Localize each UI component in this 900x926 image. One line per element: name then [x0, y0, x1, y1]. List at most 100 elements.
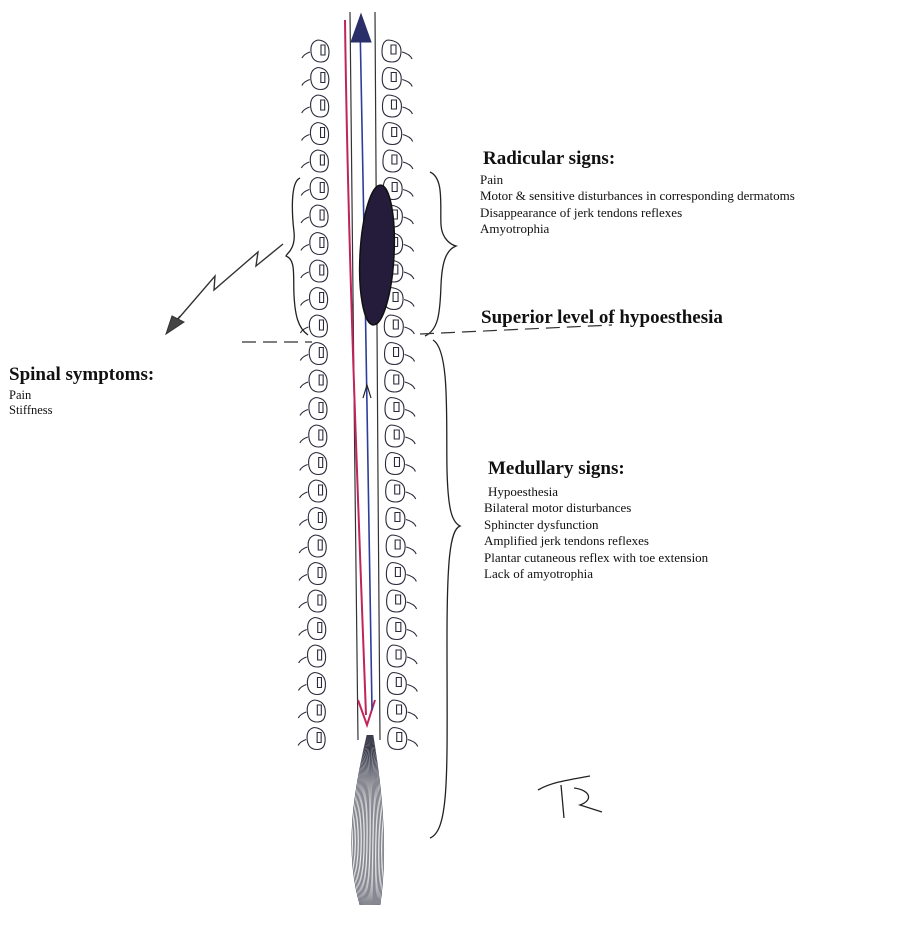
spinal-symptoms-list: Pain Stiffness [9, 388, 53, 418]
vertebra-right [383, 123, 402, 145]
medullary-signs-list: Hypoesthesia Bilateral motor disturbance… [484, 484, 708, 582]
vertebra-left [311, 40, 329, 62]
vertebra-left [311, 95, 329, 117]
list-item: Amyotrophia [480, 221, 795, 237]
vertebra-process [299, 547, 416, 554]
vertebra-right [387, 590, 406, 612]
vertebra-left [307, 673, 325, 695]
vertebra-right [387, 673, 406, 695]
lightning-tip [166, 316, 184, 334]
vertebra-left [309, 425, 327, 447]
vertebra-process [299, 657, 417, 664]
vertebra-left [308, 645, 326, 667]
vertebra-right [388, 728, 407, 750]
vertebra-left [309, 453, 327, 475]
vertebra-left [308, 508, 326, 530]
vertebra-left [310, 233, 328, 255]
vertebra-right [387, 618, 406, 640]
vertebra-right [385, 370, 404, 392]
vertebra-left [309, 398, 327, 420]
vertebrae-column [298, 40, 418, 750]
vertebra-process [300, 410, 415, 417]
vertebra-left [310, 260, 328, 282]
vertebra-process [302, 80, 412, 87]
vertebra-process [301, 272, 414, 279]
spinal-cord-right-edge [375, 12, 380, 740]
blue-arrowhead [351, 14, 371, 42]
vertebra-right [386, 563, 405, 585]
vertebra-process [301, 162, 413, 169]
vertebra-left [308, 618, 326, 640]
vertebra-right [385, 425, 404, 447]
vertebra-left [310, 178, 328, 200]
radicular-signs-heading: Radicular signs: [483, 148, 615, 170]
vertebra-left [307, 728, 325, 750]
vertebra-left [310, 123, 328, 145]
vertebra-process [300, 382, 415, 389]
vertebra-process [299, 520, 416, 527]
left-brace [286, 178, 308, 335]
vertebra-process [300, 437, 415, 444]
vertebra-right [386, 480, 405, 502]
list-item: Sphincter dysfunction [484, 517, 708, 533]
vertebra-left [311, 68, 329, 90]
radicular-brace [425, 172, 456, 336]
lightning-bolt [172, 244, 283, 326]
vertebra-process [301, 190, 413, 197]
vertebra-left [310, 205, 328, 227]
vertebra-left [308, 563, 326, 585]
radicular-signs-list: Pain Motor & sensitive disturbances in c… [480, 172, 795, 238]
vertebra-left [309, 370, 327, 392]
vertebra-left [310, 150, 328, 172]
list-item: Stiffness [9, 403, 53, 418]
vertebra-process [301, 217, 413, 224]
list-item: Pain [9, 388, 53, 403]
vertebra-process [302, 135, 413, 142]
signature [538, 776, 602, 818]
vertebra-left [310, 288, 328, 310]
spinal-symptoms-heading: Spinal symptoms: [9, 364, 154, 386]
list-item: Amplified jerk tendons reflexes [484, 533, 708, 549]
vertebra-left [309, 315, 327, 337]
vertebra-left [308, 590, 326, 612]
vertebra-process [300, 327, 414, 334]
vertebra-right [388, 700, 407, 722]
vertebra-right [382, 68, 401, 90]
vertebra-right [384, 315, 403, 337]
vertebra-process [298, 740, 418, 747]
vertebra-left [308, 480, 326, 502]
vertebra-process [299, 602, 417, 609]
superior-level-heading: Superior level of hypoesthesia [481, 307, 723, 329]
vertebra-left [309, 343, 327, 365]
vertebra-process [300, 355, 414, 362]
vertebra-process [302, 107, 413, 114]
vertebra-left [307, 700, 325, 722]
vertebra-right [386, 508, 405, 530]
list-item: Plantar cutaneous reflex with toe extens… [484, 550, 708, 566]
vertebra-right [385, 398, 404, 420]
list-item: Bilateral motor disturbances [484, 500, 708, 516]
vertebra-right [386, 535, 405, 557]
cauda-equina [352, 735, 384, 905]
vertebra-right [382, 95, 401, 117]
vertebra-right [385, 343, 404, 365]
vertebra-process [299, 630, 417, 637]
list-item: Lack of amyotrophia [484, 566, 708, 582]
list-item: Pain [480, 172, 795, 188]
vertebra-process [299, 575, 416, 582]
medullary-brace [430, 340, 460, 838]
medullary-signs-heading: Medullary signs: [488, 458, 625, 480]
red-descending-arrow [345, 20, 366, 715]
vertebra-left [308, 535, 326, 557]
vertebra-process [301, 245, 414, 252]
vertebra-right [382, 40, 401, 62]
list-item: Motor & sensitive disturbances in corres… [480, 188, 795, 204]
vertebra-right [385, 453, 404, 475]
list-item: Disappearance of jerk tendons reflexes [480, 205, 795, 221]
lesion-shape [356, 184, 397, 326]
vertebra-process [301, 300, 414, 307]
vertebra-right [383, 150, 402, 172]
vertebra-right [387, 645, 406, 667]
list-item: Hypoesthesia [484, 484, 708, 500]
